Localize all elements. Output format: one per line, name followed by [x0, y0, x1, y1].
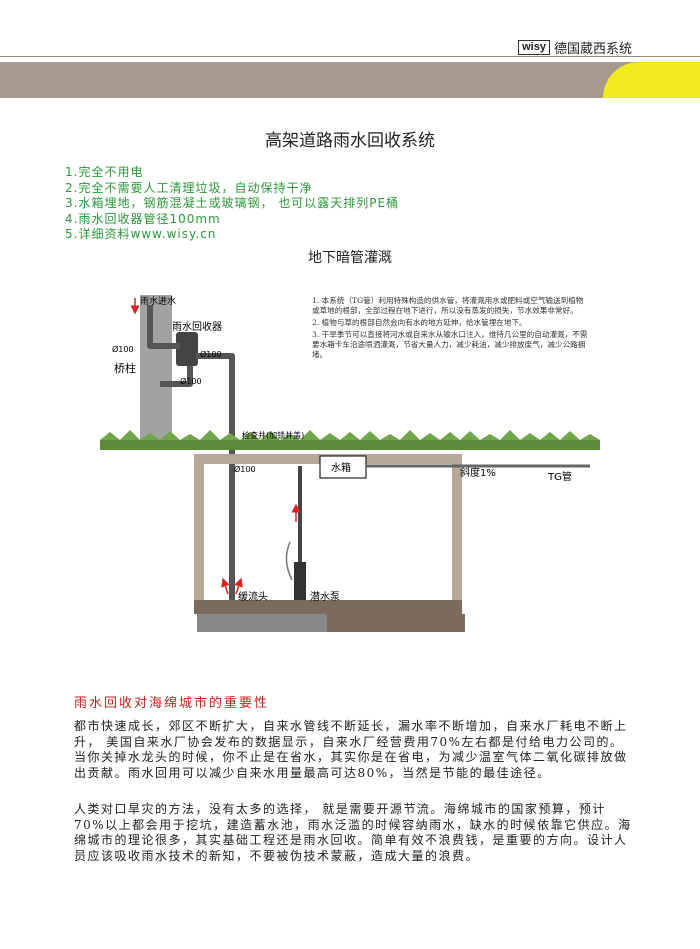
body-paragraph: 人类对口旱灾的方法，没有太多的选择， 就是需要开源节流。海绵城市的国家预算，预计… — [74, 802, 632, 863]
rain-collector — [176, 332, 198, 366]
note-item: 2. 植物与草的根部自然会向有水的地方延伸，给水管埋在地下。 — [312, 318, 527, 327]
body-paragraph: 都市快速成长，郊区不断扩大，自来水管线不断延长，漏水率不断增加，自来水厂耗电不断… — [74, 719, 628, 780]
feature-item: 1.完全不用电 — [65, 165, 144, 179]
wisy-logo: wisy — [518, 40, 550, 55]
page-title: 高架道路雨水回收系统 — [265, 131, 435, 151]
label-pump: 潜水泵 — [310, 590, 340, 603]
feature-item: 4.雨水回收器管径100mm — [65, 211, 221, 226]
header-band — [0, 62, 640, 98]
grass-surface — [100, 430, 600, 450]
note-item: 3. 干旱季节可以直接将河水或自来水从输水口注入，维持几公里的自动灌溉，不需要水… — [312, 330, 588, 359]
note-item: 1. 本系统（TG管）利用特殊构造的供水管，将灌溉用水或肥料或空气输送到植物或草… — [312, 296, 584, 315]
label-diameter: Ø100 — [180, 376, 202, 386]
label-diameter: Ø100 — [234, 464, 256, 474]
feature-list: 1.完全不用电 2.完全不需要人工清理垃圾，自动保持干净 3.水箱埋地，钢筋混凝… — [65, 165, 399, 243]
header-accent — [603, 62, 700, 98]
label-flow-head: 缓流头 — [238, 590, 268, 603]
label-inspection: 检查井(加锁井盖) — [242, 430, 304, 440]
notes-block: 1. 本系统（TG管）利用特殊构造的供水管，将灌溉用水或肥料或空气输送到植物或草… — [312, 296, 588, 360]
label-diameter: Ø100 — [200, 349, 222, 359]
feature-item: 3.水箱埋地，钢筋混凝土或玻璃钢， 也可以露天排列PE桶 — [65, 196, 400, 210]
label-pillar: 桥柱 — [114, 361, 136, 375]
submersible-pump — [294, 562, 306, 600]
brand: wisy 德国葳西系统 — [518, 38, 632, 57]
label-inlet: 雨水进水 — [140, 295, 176, 307]
label-tank: 水箱 — [331, 461, 351, 474]
flow-arrow — [221, 577, 230, 595]
bridge-pillar — [140, 295, 172, 443]
label-collector: 雨水回收器 — [172, 320, 222, 333]
brand-name: 德国葳西系统 — [553, 42, 632, 57]
feature-item: 2.完全不需要人工清理垃圾，自动保持干净 — [65, 180, 313, 195]
irrigation-diagram: 雨水进水 雨水回收器 Ø100 Ø100 Ø100 桥柱 检查井(加锁井盖) Ø… — [100, 295, 600, 632]
feature-item: 5.详细资料www.wisy.cn — [65, 227, 217, 241]
label-slope: 斜度1% — [460, 466, 496, 479]
header-divider — [0, 56, 700, 57]
pipe-network — [147, 305, 235, 600]
label-tg-pipe: TG管 — [547, 470, 572, 483]
flow-arrow — [234, 577, 243, 595]
section-title: 雨水回收对海绵城市的重要性 — [74, 696, 270, 711]
diagram-title: 地下暗管灌溉 — [308, 250, 392, 266]
label-diameter: Ø100 — [112, 344, 134, 354]
